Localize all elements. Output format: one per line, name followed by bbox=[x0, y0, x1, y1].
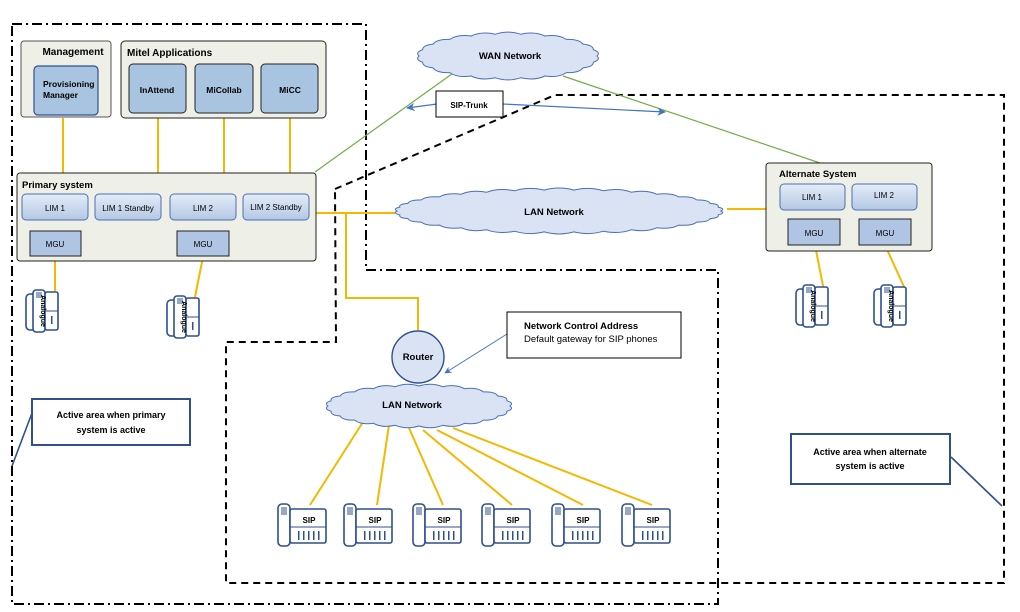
management-title: Management bbox=[42, 47, 104, 58]
router-label: Router bbox=[403, 352, 434, 363]
primary-lim-2[interactable] bbox=[94, 193, 162, 221]
sip-phone-label: SIP bbox=[438, 516, 452, 525]
lan-network-cloud-bottom[interactable]: LAN Network bbox=[325, 383, 513, 429]
sip-phone-4[interactable]: SIP bbox=[481, 503, 531, 547]
mitel-applications-group: Mitel Applications InAttend MiCollab MiC… bbox=[120, 40, 327, 119]
sip-phone-2[interactable]: SIP bbox=[343, 503, 393, 547]
provisioning-manager-label-1: Provisioning bbox=[43, 79, 94, 89]
network-control-line2: Default gateway for SIP phones bbox=[524, 334, 658, 345]
sip-phone-label: SIP bbox=[303, 516, 317, 525]
lan-network-bottom-label: LAN Network bbox=[382, 400, 442, 411]
sip-phone-icon bbox=[343, 503, 393, 547]
primary-mgu-1-label: MGU bbox=[46, 240, 65, 249]
sip-trunk-box: SIP-Trunk bbox=[435, 90, 504, 118]
alternate-lim-2-label: LIM 2 bbox=[874, 191, 895, 200]
primary-lim-4-label: LIM 2 Standby bbox=[250, 203, 302, 212]
network-control-callout: Network Control Address Default gateway … bbox=[506, 311, 682, 359]
alternate-lim-1[interactable] bbox=[779, 183, 846, 211]
wan-link-primary bbox=[314, 70, 457, 173]
mitel-applications-title: Mitel Applications bbox=[127, 48, 213, 59]
sip-phone-3[interactable]: SIP bbox=[412, 503, 462, 547]
primary-mgu-2-label: MGU bbox=[194, 240, 213, 249]
lan-network-top-label: LAN Network bbox=[524, 207, 584, 218]
primary-active-area-boundary bbox=[11, 23, 719, 605]
alternate-mgu-2[interactable] bbox=[858, 218, 912, 246]
wan-network-cloud[interactable]: WAN Network bbox=[417, 31, 599, 81]
orange-connections bbox=[54, 113, 906, 506]
primary-analogue-phone-1[interactable]: Analogue bbox=[25, 289, 59, 333]
sip-phone-label: SIP bbox=[647, 516, 661, 525]
lan-network-cloud-top[interactable]: LAN Network bbox=[394, 187, 724, 235]
sip-phone-label: SIP bbox=[577, 516, 591, 525]
primary-mgu-2[interactable] bbox=[176, 230, 230, 257]
primary-system-group: Primary system LIM 1 LIM 1 Standby LIM 2 LI… bbox=[16, 172, 317, 262]
primary-area-pointer bbox=[11, 412, 33, 467]
primary-analogue-phone-2[interactable]: Analogue bbox=[166, 295, 200, 339]
sip-phone-icon bbox=[412, 503, 462, 547]
network-control-pointer bbox=[444, 333, 508, 374]
analogue-phone-label: Analogue bbox=[887, 290, 894, 322]
router[interactable]: Router bbox=[391, 330, 445, 384]
alternate-area-callout: Active area when alternate system is act… bbox=[790, 433, 951, 485]
alternate-mgu-1-label: MGU bbox=[805, 229, 824, 238]
sip-phone-label: SIP bbox=[507, 516, 521, 525]
provisioning-manager-box[interactable] bbox=[33, 65, 99, 116]
alternate-analogue-phone-1[interactable]: Analogue bbox=[795, 284, 829, 328]
sip-phone-icon bbox=[551, 503, 601, 547]
alternate-area-line2: system is active bbox=[835, 461, 904, 471]
wan-network-label: WAN Network bbox=[479, 51, 542, 62]
alternate-active-area-boundary bbox=[225, 94, 1005, 584]
analogue-phone-label: Analogue bbox=[39, 295, 46, 327]
provisioning-manager-label-2: Manager bbox=[43, 90, 79, 100]
alternate-lim-2[interactable] bbox=[851, 183, 918, 211]
primary-area-line2: system is active bbox=[76, 425, 145, 435]
alternate-analogue-phone-2[interactable]: Analogue bbox=[873, 284, 907, 328]
alternate-mgu-1[interactable] bbox=[787, 218, 841, 246]
alternate-area-pointer bbox=[950, 456, 1003, 507]
primary-area-line1: Active area when primary bbox=[56, 410, 165, 420]
primary-lim-4[interactable] bbox=[242, 193, 310, 221]
primary-lim-2-label: LIM 1 Standby bbox=[102, 204, 154, 213]
app-micc[interactable] bbox=[260, 63, 319, 114]
sip-trunk-arrow-left bbox=[406, 102, 438, 112]
sip-phone-1[interactable]: SIP bbox=[277, 503, 327, 547]
analogue-phone-label: Analogue bbox=[180, 301, 187, 333]
app-micollab[interactable] bbox=[194, 63, 254, 114]
sip-phone-5[interactable]: SIP bbox=[551, 503, 601, 547]
primary-area-callout: Active area when primary system is activ… bbox=[31, 398, 191, 446]
sip-phone-icon bbox=[481, 503, 531, 547]
network-control-line1: Network Control Address bbox=[524, 321, 638, 332]
primary-lim-3[interactable] bbox=[169, 193, 237, 221]
app-micc-label: MiCC bbox=[279, 85, 301, 95]
analogue-phone-label: Analogue bbox=[809, 290, 816, 322]
sip-phone-icon bbox=[621, 503, 671, 547]
sip-phone-6[interactable]: SIP bbox=[621, 503, 671, 547]
alternate-mgu-2-label: MGU bbox=[876, 229, 895, 238]
sip-trunk-arrow-right bbox=[502, 103, 666, 116]
primary-system-title: Primary system bbox=[22, 180, 93, 191]
management-group: Management Provisioning Manager bbox=[20, 40, 112, 118]
primary-lim-3-label: LIM 2 bbox=[193, 204, 214, 213]
app-inattend-label: InAttend bbox=[140, 85, 174, 95]
app-micollab-label: MiCollab bbox=[206, 85, 241, 95]
alternate-area-line1: Active area when alternate bbox=[813, 447, 927, 457]
wan-link-alternate bbox=[562, 75, 821, 164]
app-inattend[interactable] bbox=[128, 63, 187, 114]
primary-lim-1[interactable] bbox=[21, 193, 89, 221]
alternate-system-group: Alternate System LIM 1 LIM 2 MGU MGU bbox=[765, 162, 933, 252]
alternate-system-title: Alternate System bbox=[779, 169, 857, 180]
sip-phone-label: SIP bbox=[369, 516, 383, 525]
sip-trunk-label: SIP-Trunk bbox=[450, 101, 488, 110]
sip-phone-icon bbox=[277, 503, 327, 547]
primary-mgu-1[interactable] bbox=[29, 230, 82, 257]
alternate-lim-1-label: LIM 1 bbox=[802, 193, 823, 202]
primary-lim-1-label: LIM 1 bbox=[45, 204, 66, 213]
